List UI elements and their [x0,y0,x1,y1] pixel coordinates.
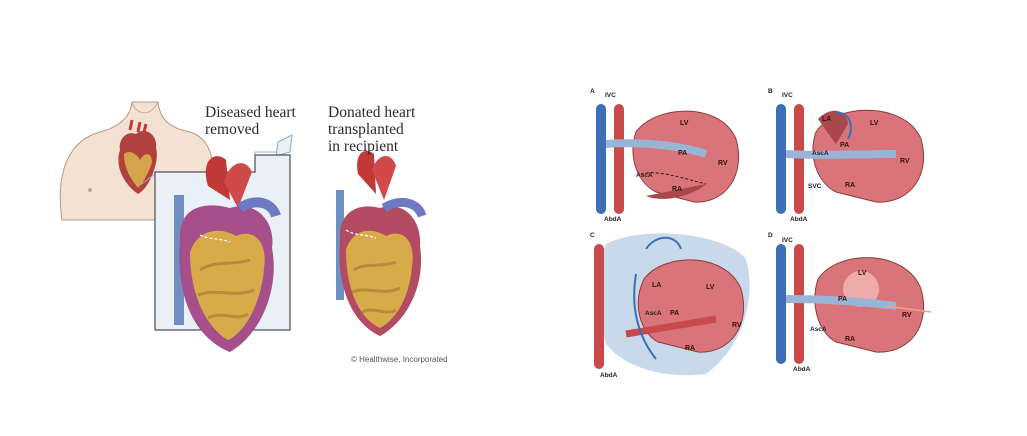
heart-transplant-illustration [59,101,427,352]
panel-d-rv: RV [902,312,912,319]
cardiac-cannulation-diagram [594,104,932,376]
panel-c-asca: AscA [645,310,662,317]
credit-text: © Healthwise, Incorporated [351,355,448,364]
panel-c-la: LA [652,282,662,289]
panel-d-asca: AscA [810,326,827,333]
panel-d-abda: AbdA [793,366,811,373]
panel-b-ra: RA [845,182,856,189]
panel-c-letter: C [590,232,595,239]
donated-heart [336,150,427,336]
panel-b-pa: PA [840,142,850,149]
panel-a-pa: PA [678,150,688,157]
panel-a-ra: RA [672,186,683,193]
panel-d-letter: D [768,232,773,239]
panel-d-ivc: IVC [782,237,793,244]
panel-d-ra: RA [845,336,856,343]
neck-line [131,101,159,114]
panel-b-lv: LV [870,120,879,127]
panel-d-pa: PA [838,296,848,303]
panel-b-abda: AbdA [790,216,808,223]
panel-c-lv: LV [706,284,715,291]
panel-a-ivc: IVC [605,92,616,99]
caption-donated-line3: in recipient [328,138,399,156]
panel-b-rv: RV [900,158,910,165]
panel-b [776,104,925,214]
panel-a-abda: AbdA [604,216,622,223]
caption-diseased-heart: Diseased heart removed [205,104,296,138]
panel-c [594,233,750,376]
panel-c-rv: RV [732,322,742,329]
zoom-arrow-icon [275,134,293,157]
caption-donated-line2: transplanted [328,121,404,139]
panel-a-lv: LV [680,120,689,127]
panel-b-asca: AscA [812,150,829,157]
diseased-heart [174,156,281,352]
panel-d-lv: LV [858,270,867,277]
panel-a [596,104,740,214]
panel-b-letter: B [768,88,773,95]
caption-donated-heart: Donated heart transplanted in recipient [328,104,415,155]
panel-b-la: LA [822,116,832,123]
small-heart-icon [118,119,157,194]
nipple-left [88,188,92,192]
caption-donated-line1: Donated heart [328,104,416,121]
caption-removed-line2: removed [205,121,260,139]
panel-b-svc: SVC [808,183,822,190]
panel-a-asca: AscA [636,172,653,179]
panel-c-pa: PA [670,310,680,317]
panel-b-ivc: IVC [782,92,793,99]
panel-c-ra: RA [685,345,696,352]
panel-a-letter: A [590,88,595,95]
panel-d [776,244,932,364]
panel-a-rv: RV [718,160,728,167]
caption-removed-line1: Diseased heart [205,104,296,121]
panel-c-abda: AbdA [600,372,618,379]
